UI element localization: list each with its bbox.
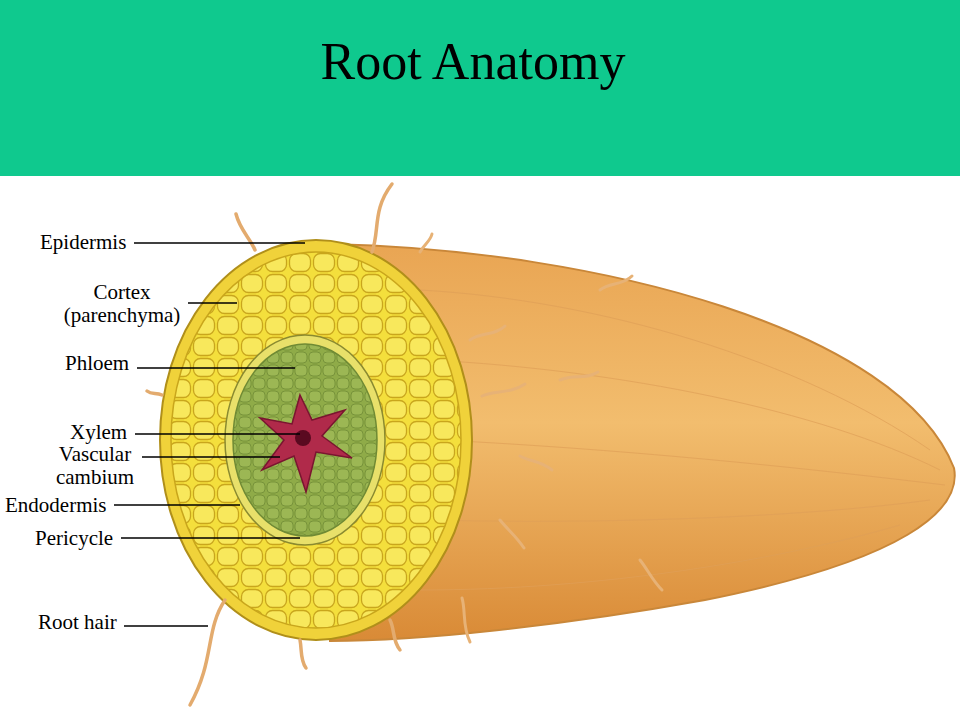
leader-line <box>121 537 300 539</box>
part-label: Xylem <box>70 421 127 444</box>
part-label: Epidermis <box>40 231 126 254</box>
part-label: Vascular cambium <box>40 443 150 489</box>
leader-line <box>142 456 280 458</box>
leader-line <box>137 367 295 369</box>
leader-line <box>114 504 240 506</box>
part-label: Cortex (parenchyma) <box>52 281 192 327</box>
part-label: Endodermis <box>5 494 106 517</box>
leader-line <box>134 242 305 244</box>
slide-title: Root Anatomy <box>0 32 946 91</box>
part-label: Phloem <box>65 352 129 375</box>
leader-line <box>135 433 300 435</box>
leader-line <box>188 302 237 304</box>
leader-line <box>124 625 208 627</box>
part-label: Pericycle <box>35 527 113 550</box>
part-label: Root hair <box>38 611 117 634</box>
